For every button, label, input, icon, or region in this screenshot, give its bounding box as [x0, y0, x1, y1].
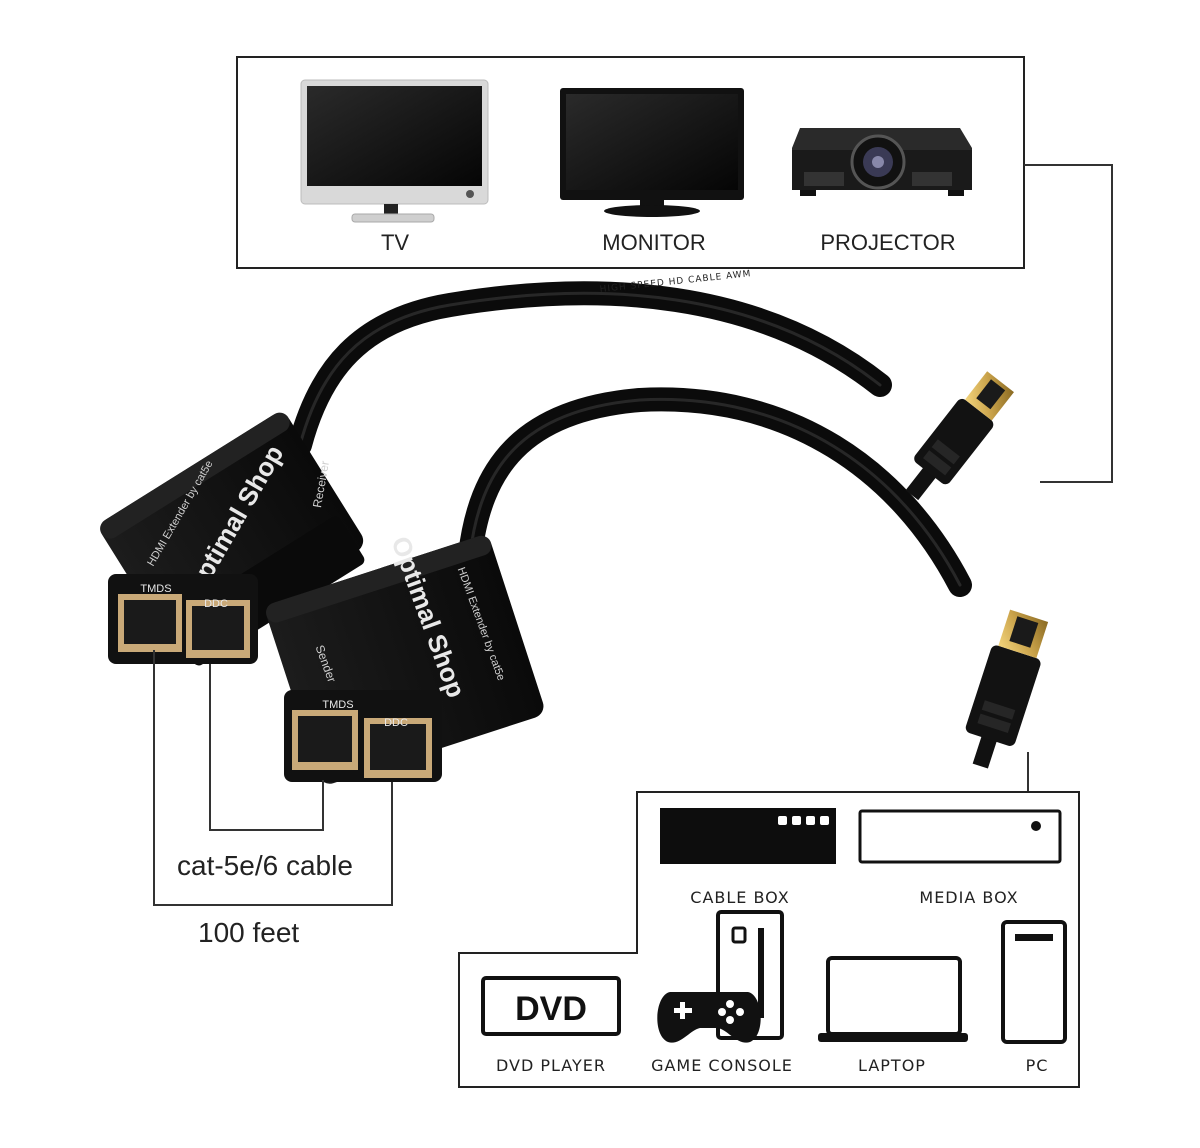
cable-box-label: CABLE BOX	[690, 888, 789, 907]
receiver-ports	[108, 574, 258, 664]
game-console-label: GAME CONSOLE	[651, 1056, 793, 1075]
sender-ports	[284, 690, 442, 782]
pc-label: PC	[1026, 1056, 1049, 1075]
tv-label: TV	[381, 230, 409, 255]
media-box-illustration	[858, 809, 1062, 864]
media-box-label: MEDIA BOX	[919, 888, 1018, 907]
monitor-label: MONITOR	[602, 230, 705, 255]
display-panel: TV MONITOR PROJECTOR	[236, 56, 1025, 269]
dvd-player-label: DVD PLAYER	[496, 1056, 606, 1075]
display-link-line	[1024, 164, 1113, 483]
cable-length-label: 100 feet	[198, 917, 299, 948]
receiver-port-tmds: TMDS	[140, 583, 171, 595]
pc-illustration	[1001, 920, 1067, 1044]
cat-cable-label: cat-5e/6 cable	[177, 850, 353, 881]
dvd-player-illustration	[481, 976, 621, 1036]
dvd-badge-text: DVD	[515, 990, 587, 1028]
laptop-illustration	[818, 956, 968, 1042]
hdmi-plug-lower	[965, 609, 1049, 769]
projector-illustration	[792, 128, 972, 196]
receiver-port-ddc: DDC	[204, 598, 228, 610]
sender-port-ddc: DDC	[384, 717, 408, 729]
cat-cable-lines	[153, 650, 393, 906]
laptop-label: LAPTOP	[858, 1056, 926, 1075]
sender-port-tmds: TMDS	[322, 699, 353, 711]
monitor-illustration	[560, 88, 744, 217]
game-console-illustration	[657, 910, 784, 1043]
tv-illustration	[300, 79, 489, 223]
hdmi-cables	[288, 281, 972, 597]
source-panel: CABLE BOX MEDIA BOX DVD DVD PLAYER GAME …	[458, 791, 1080, 1088]
hdmi-plug-upper	[905, 371, 1014, 501]
projector-label: PROJECTOR	[820, 230, 955, 255]
cable-box-illustration	[660, 808, 836, 864]
